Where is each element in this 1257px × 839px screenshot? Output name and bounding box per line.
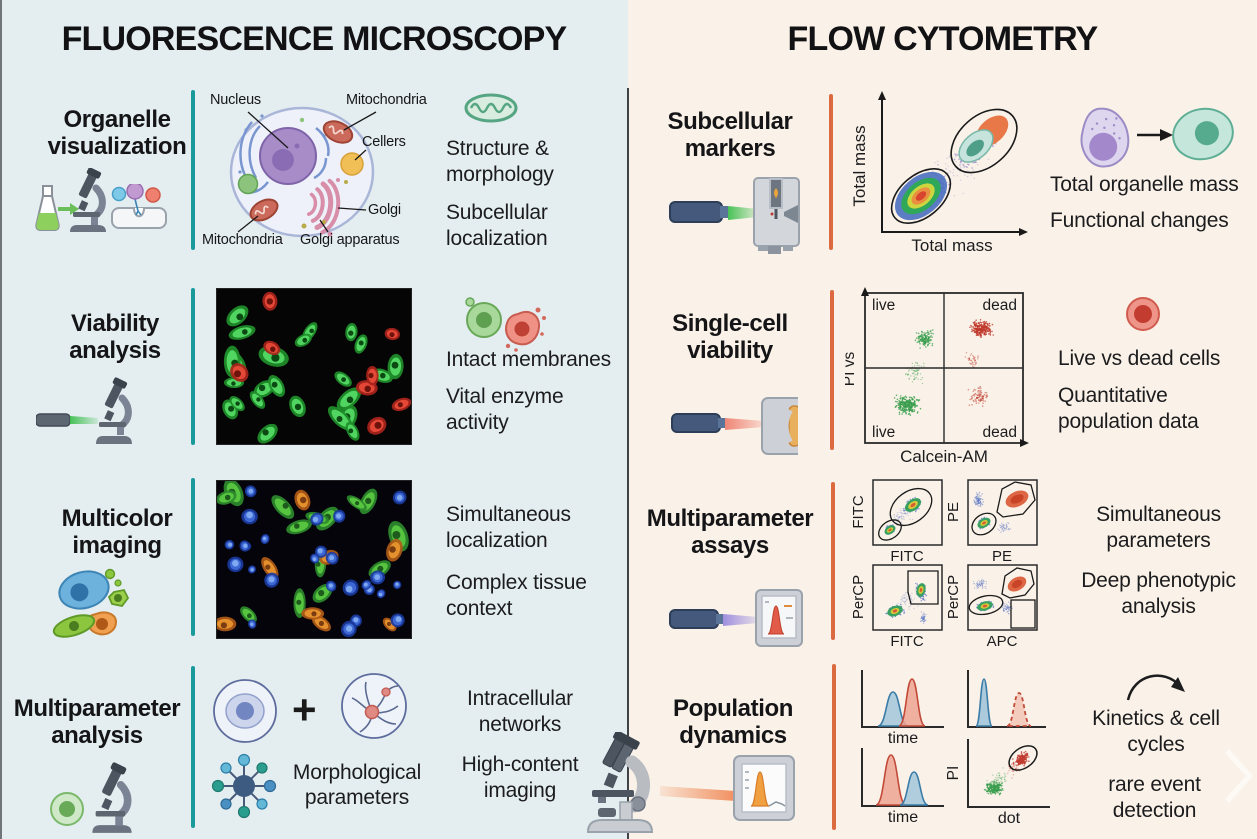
cell-diagram: Nucleus Mitochondria Cellers Golgi Mitoc… [198,86,440,262]
arrow-right-icon [58,203,79,215]
label-nucleus: Nucleus [210,92,261,108]
population-dynamics-plots: time time PI dot [861,670,1050,827]
label-golgi: Golgi [368,202,401,218]
point-simultaneous-localization: Simultaneous localization [446,503,571,552]
plotB-xlabel: PE [992,548,1012,565]
point-deep-phenotypic: Deep phenotypic analysis [1081,569,1236,618]
label-cellers: Cellers [362,134,406,150]
live-dead-cells-icon [465,297,546,352]
heading-population-dynamics: Population dynamics [673,695,793,749]
label-mitochondria-top: Mitochondria [346,92,427,108]
left-panel-title: FLUORESCENCE MICROSCOPY [61,20,568,58]
heading-multicolor-imaging: Multicolor imaging [61,505,173,559]
left-edge-border [0,0,2,839]
cell-transition-icon [1080,107,1234,168]
plotA-ylabel: FITC [850,495,867,528]
point-intracellular-networks: Intracellular networks [467,687,573,736]
multiparameter-flow-plots: FITC FITC PE PE PerCP FITC PerCP APC [850,479,1038,650]
point-kinetics-cell-cycles: Kinetics & cell cycles [1092,707,1220,756]
green-cell-icon [50,792,84,826]
row-divider-orange-4 [832,664,836,830]
quadrant-label-bl: live [872,424,895,441]
label-golgi-apparatus: Golgi apparatus [300,232,400,248]
point-quantitative-population: Quantitative population data [1058,384,1199,433]
network-circle-icon [341,673,407,739]
quadrant-xlabel: Calcein-AM [900,447,988,466]
quadrant-label-tr: dead [983,297,1017,314]
flask-icon [35,185,60,231]
label-mitochondria-bottom: Mitochondria [202,232,283,248]
hub-spokes-icon [211,753,277,819]
scatter-ylabel: Total mass [850,125,869,206]
heading-subcellular-markers: Subcellular markers [667,108,793,162]
row-divider-teal-3 [191,478,195,636]
quadrant-ylabel: PI vs [845,352,858,387]
plotD-ylabel: PerCP [945,575,962,619]
quadrant-label-tl: live [872,297,895,314]
row-divider-orange-2 [830,290,834,450]
heading-single-cell-viability: Single-cell viability [672,310,788,364]
laser-detector-icon [671,397,798,455]
multicolor-fluorescence-photo [216,480,412,639]
multicolor-cells-icon [52,568,130,638]
row-divider-teal-2 [191,288,195,445]
right-panel-title: FLOW CYTOMETRY [787,20,1099,58]
point-high-content-imaging: High-content imaging [461,753,579,802]
row-divider-orange-1 [829,94,833,250]
plotD-xlabel: APC [987,633,1018,650]
heading-organelle-visualization: Organelle visualization [47,106,187,160]
point-subcellular-localization: Subcellular localization [446,201,548,250]
mitochondria-icon [464,93,518,123]
scatter-xlabel: Total mass [911,236,992,255]
viability-fluorescence-photo [216,288,412,445]
point-live-vs-dead: Live vs dead cells [1058,347,1221,370]
laser-microscope-icon [36,377,132,444]
point-structure-morphology: Structure & morphology [446,137,554,186]
heading-multiparameter-analysis: Multiparameter analysis [13,695,181,749]
plotC-ylabel: PerCP [850,575,867,619]
red-cell-icon [1126,297,1160,331]
laser-display-icon [660,755,795,821]
plotC-xlabel: FITC [890,633,923,650]
point-simultaneous-parameters: Simultaneous parameters [1096,503,1221,552]
scatter2-xlabel: dot [998,810,1021,827]
scatter2-ylabel: PI [945,766,962,781]
total-mass-scatter-plot: Total mass Total mass [850,91,1028,255]
microscope-icon-center [586,732,654,833]
center-divider [627,88,629,839]
chevron-right-icon [1225,749,1253,803]
plotA-xlabel: FITC [890,548,923,565]
row-divider-teal-4 [191,666,195,828]
laser-cytometer-icon [669,177,800,254]
point-rare-event-detection: rare event detection [1108,773,1201,822]
caption-morphological-parameters: Morphological parameters [292,761,422,809]
row-divider-orange-3 [831,482,835,640]
point-vital-enzyme-activity: Vital enzyme activity [446,385,564,434]
heading-viability-analysis: Viability analysis [69,310,161,364]
cycle-arrow-icon [1126,674,1185,701]
point-total-organelle-mass: Total organelle mass [1050,173,1239,196]
cell-circle-icon [213,679,277,743]
point-intact-membranes: Intact membranes [446,348,611,371]
quadrant-label-br: dead [983,424,1017,441]
heading-multiparameter-assays: Multiparameter assays [646,505,814,559]
hist2-xlabel: time [888,809,918,826]
laser-monitor-icon [669,589,803,647]
cell-diagram-art [229,106,377,238]
microscope-icon [70,168,106,232]
tissue-membrane-icon [111,184,167,229]
row-divider-teal-1 [191,90,195,250]
live-dead-quadrant-plot: live dead live dead PI vs Calcein-AM [845,287,1029,466]
point-complex-tissue-context: Complex tissue context [446,571,587,620]
point-functional-changes: Functional changes [1050,209,1229,232]
plotB-ylabel: PE [945,502,962,522]
plus-sign: + [292,686,317,733]
microscope-icon-row4 [92,762,132,833]
hist1-xlabel: time [888,730,918,747]
